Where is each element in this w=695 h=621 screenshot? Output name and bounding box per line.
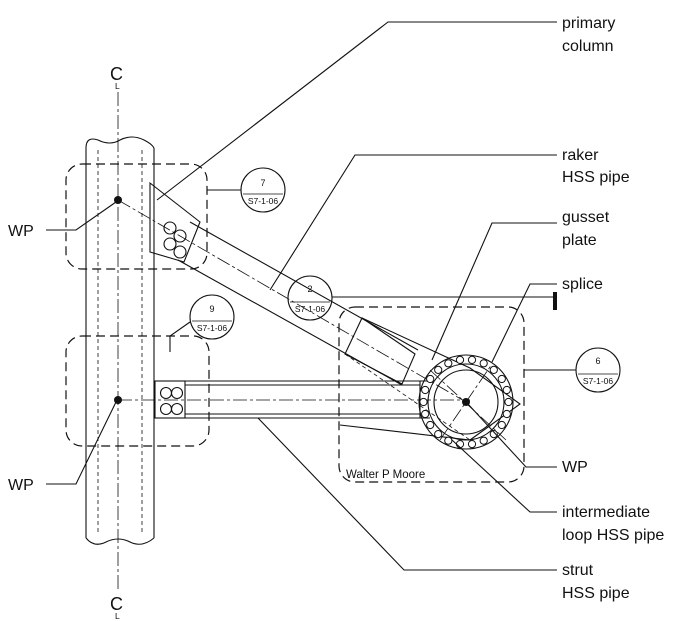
splice-bolt xyxy=(419,397,428,407)
splice-leader xyxy=(491,283,557,363)
strut-leader xyxy=(257,417,557,571)
callout-6-number: 6 xyxy=(595,356,600,366)
splice-bolt xyxy=(467,440,477,449)
splice-bolt xyxy=(504,397,513,407)
splice-bolt xyxy=(489,365,498,374)
callout-bubble-7: 7 S7-1-06 xyxy=(240,167,286,213)
raker-hss-pipe xyxy=(117,181,467,403)
splice-bolt xyxy=(467,355,477,364)
label-primary-column-line2: column xyxy=(562,38,614,55)
centerline-symbol-top-l: L xyxy=(115,81,120,91)
wp-right-leader xyxy=(467,403,557,468)
callout-2-number: 2 xyxy=(307,284,312,294)
splice-bolt xyxy=(479,436,488,445)
wp-lower-leader xyxy=(46,401,117,485)
label-intermediate-line2: loop HSS pipe xyxy=(562,527,664,544)
label-raker-line2: HSS pipe xyxy=(562,169,630,186)
callout-bubble-2: 2 S7-1-06 xyxy=(287,275,333,321)
label-strut-line2: HSS pipe xyxy=(562,585,630,602)
splice-bolt xyxy=(434,365,443,374)
splice-bolt xyxy=(426,374,435,384)
callout-7-number: 7 xyxy=(260,178,265,188)
raker-leader xyxy=(269,154,557,291)
primary-column-leader xyxy=(156,21,557,201)
splice-bolt xyxy=(455,440,465,449)
label-wp-right: WP xyxy=(562,459,588,476)
intermediate-loop-hss-pipe xyxy=(339,317,521,450)
splice-bolt xyxy=(502,385,511,395)
splice-bolt xyxy=(497,374,506,384)
splice-bolt xyxy=(502,409,511,419)
splice-bolt xyxy=(479,359,488,368)
label-gusset-line2: plate xyxy=(562,232,597,249)
intermediate-loop-leader xyxy=(451,439,557,513)
splice-bolt xyxy=(421,409,430,419)
splice-bolt xyxy=(421,385,430,395)
detail-9-boundary xyxy=(65,335,210,447)
callout-9-number: 9 xyxy=(209,304,214,314)
label-wp-lower: WP xyxy=(8,477,34,494)
label-strut-line1: strut xyxy=(562,562,594,579)
splice-bolt xyxy=(489,430,498,439)
label-raker-line1: raker xyxy=(562,147,599,164)
centerline-symbol-bottom-l: L xyxy=(115,611,120,621)
splice-bolt xyxy=(434,430,443,439)
detail-7-boundary xyxy=(65,163,208,270)
centerline-symbol-top-c: C xyxy=(110,64,123,84)
splice-bolt xyxy=(444,436,453,445)
wp-upper-leader xyxy=(46,201,117,231)
callout-9-leader xyxy=(169,321,191,352)
label-wp-upper: WP xyxy=(8,223,34,240)
callout-2-sheet: S7-1-06 xyxy=(295,304,326,314)
callout-bubble-6: 6 S7-1-06 xyxy=(575,347,621,393)
splice-bolt xyxy=(426,420,435,430)
callout-bubble-9: 9 S7-1-06 xyxy=(189,294,235,340)
splice-bolt-ring xyxy=(419,355,513,449)
centerline-symbol-bottom-c: C xyxy=(110,594,123,614)
strut-hss-pipe xyxy=(118,380,470,419)
label-primary-column-line1: primary xyxy=(562,15,615,32)
label-gusset-line1: gusset xyxy=(562,209,610,226)
splice-bolt xyxy=(497,420,506,430)
splice-bolt xyxy=(455,355,465,364)
gusset-leader xyxy=(431,222,557,361)
walter-p-moore-watermark: Walter P Moore xyxy=(346,469,425,481)
splice-bolt xyxy=(444,359,453,368)
callout-6-sheet: S7-1-06 xyxy=(583,376,614,386)
callout-9-sheet: S7-1-06 xyxy=(197,323,228,333)
callout-7-sheet: S7-1-06 xyxy=(248,196,279,206)
label-splice: splice xyxy=(562,276,603,293)
label-intermediate-line1: intermediate xyxy=(562,504,650,521)
detail-6-boundary xyxy=(338,306,525,483)
